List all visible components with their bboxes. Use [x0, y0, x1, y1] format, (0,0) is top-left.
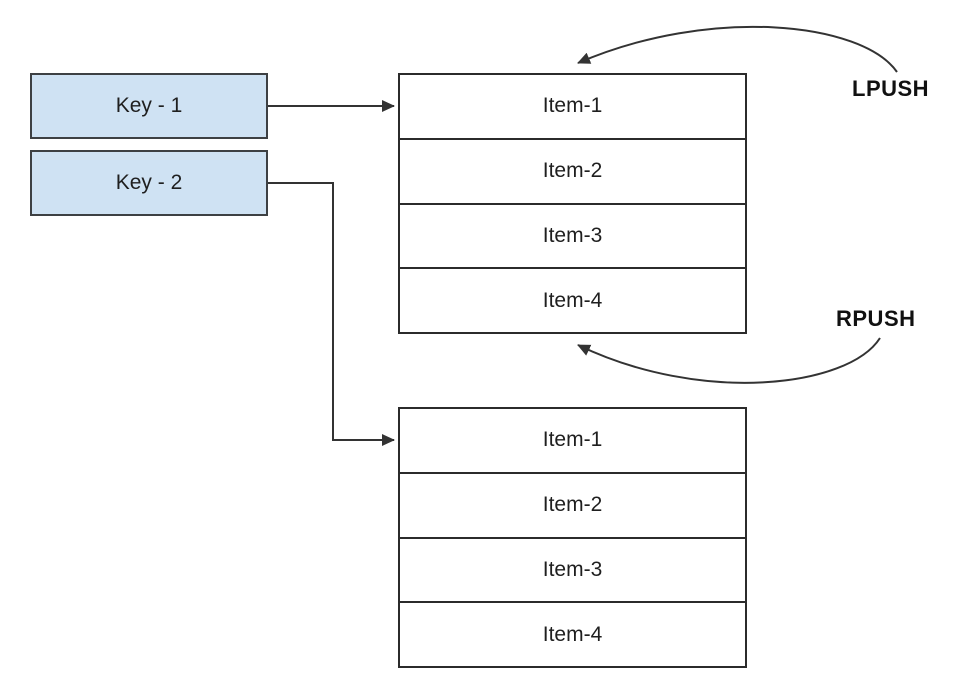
key-1-box: Key - 1: [30, 73, 268, 139]
list-2-item-4: Item-4: [400, 601, 745, 666]
list-2-item-4-label: Item-4: [542, 622, 603, 646]
key-2-box: Key - 2: [30, 150, 268, 216]
list-1-item-2-label: Item-2: [542, 159, 603, 183]
key-1-label: Key - 1: [115, 94, 183, 117]
list-2-item-3-label: Item-3: [542, 557, 603, 581]
key-2-label: Key - 2: [115, 171, 183, 194]
key2-to-list2-arrow: [268, 182, 395, 446]
lpush-arrow: [577, 25, 898, 73]
lpush-label: LPUSH: [852, 76, 930, 101]
rpush-label: RPUSH: [836, 306, 916, 331]
list-1-item-1-label: Item-1: [542, 94, 603, 118]
list-2-item-1: Item-1: [400, 409, 745, 472]
list-1-item-1: Item-1: [400, 75, 745, 138]
list-2-item-1-label: Item-1: [542, 428, 603, 452]
list-2-item-2-label: Item-2: [542, 493, 603, 517]
list-1-item-3-label: Item-3: [542, 223, 603, 247]
list-2-item-2: Item-2: [400, 471, 745, 537]
list-2-item-3: Item-3: [400, 536, 745, 602]
list-1-item-4: Item-4: [400, 267, 745, 332]
list-1: Item-1 Item-2 Item-3 Item-4: [398, 73, 747, 334]
rpush-arrow: [577, 337, 881, 384]
list-1-item-3: Item-3: [400, 202, 745, 268]
list-1-item-2: Item-2: [400, 137, 745, 203]
list-1-item-4-label: Item-4: [542, 288, 603, 312]
list-2: Item-1 Item-2 Item-3 Item-4: [398, 407, 747, 668]
